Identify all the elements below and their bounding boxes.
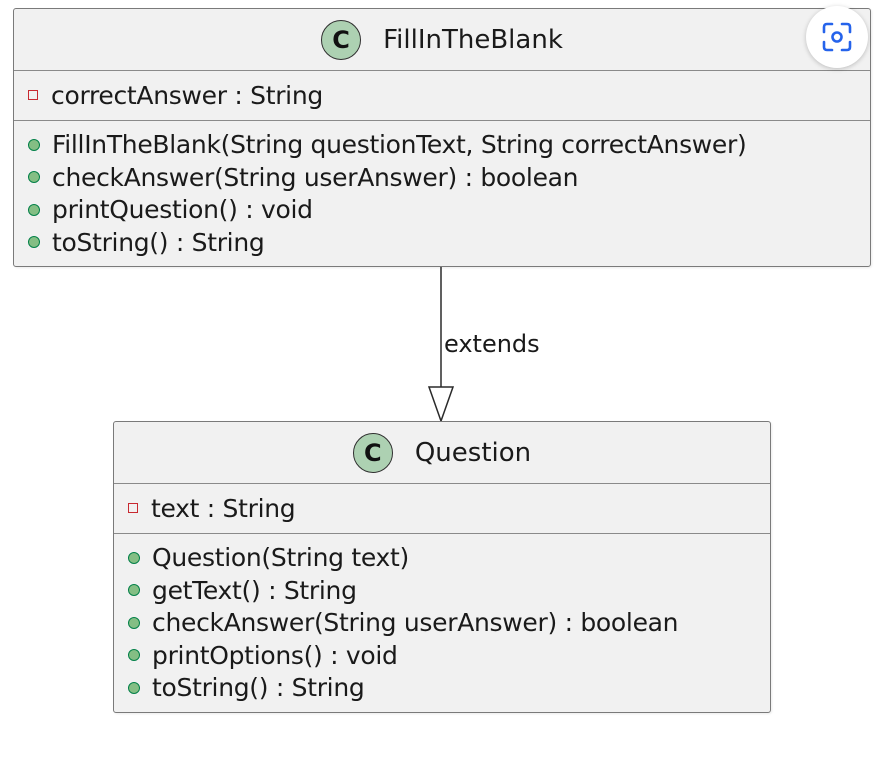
public-visibility-icon: [128, 649, 140, 662]
visual-search-button[interactable]: [806, 6, 868, 68]
method-text: getText() : String: [152, 575, 357, 605]
class-stereotype-icon: C: [321, 19, 362, 60]
public-visibility-icon: [28, 203, 40, 216]
method-item: checkAnswer(String userAnswer) : boolean: [128, 607, 770, 640]
private-visibility-icon: [128, 503, 138, 514]
public-visibility-icon: [128, 551, 140, 564]
method-text: toString() : String: [52, 227, 265, 257]
attribute-item: text : String: [128, 492, 770, 525]
methods-section: Question(String text) getText() : String…: [114, 534, 770, 713]
attribute-text: text : String: [151, 493, 296, 523]
method-item: Question(String text): [128, 542, 770, 575]
public-visibility-icon: [28, 171, 40, 184]
methods-section: FillInTheBlank(String questionText, Stri…: [14, 121, 870, 267]
public-visibility-icon: [128, 584, 140, 597]
attribute-text: correctAnswer : String: [51, 80, 323, 110]
method-item: getText() : String: [128, 574, 770, 607]
method-text: printOptions() : void: [152, 640, 398, 670]
attributes-section: text : String: [114, 484, 770, 534]
method-text: checkAnswer(String userAnswer) : boolean: [52, 162, 579, 192]
class-name: FillInTheBlank: [383, 24, 563, 55]
method-item: printQuestion() : void: [28, 194, 870, 227]
public-visibility-icon: [28, 138, 40, 151]
public-visibility-icon: [128, 681, 140, 694]
inheritance-arrowhead: [427, 386, 455, 424]
edge-label-extends: extends: [444, 330, 540, 358]
class-question[interactable]: C Question text : String Question(String…: [113, 421, 771, 713]
attribute-item: correctAnswer : String: [28, 79, 870, 112]
method-item: toString() : String: [128, 672, 770, 705]
public-visibility-icon: [28, 236, 40, 249]
class-header: C FillInTheBlank: [14, 9, 870, 71]
public-visibility-icon: [128, 616, 140, 629]
method-item: FillInTheBlank(String questionText, Stri…: [28, 129, 870, 162]
method-item: printOptions() : void: [128, 639, 770, 672]
visual-search-icon: [822, 22, 852, 52]
method-text: checkAnswer(String userAnswer) : boolean: [152, 608, 679, 638]
method-item: toString() : String: [28, 226, 870, 259]
method-text: FillInTheBlank(String questionText, Stri…: [52, 130, 747, 160]
class-stereotype-icon: C: [352, 432, 393, 473]
method-text: Question(String text): [152, 543, 409, 573]
method-text: toString() : String: [152, 673, 365, 703]
method-item: checkAnswer(String userAnswer) : boolean: [28, 161, 870, 194]
class-name: Question: [414, 437, 532, 468]
method-text: printQuestion() : void: [52, 195, 313, 225]
class-fillintheblank[interactable]: C FillInTheBlank correctAnswer : String …: [13, 8, 871, 267]
attributes-section: correctAnswer : String: [14, 71, 870, 121]
class-header: C Question: [114, 422, 770, 484]
private-visibility-icon: [28, 90, 38, 101]
